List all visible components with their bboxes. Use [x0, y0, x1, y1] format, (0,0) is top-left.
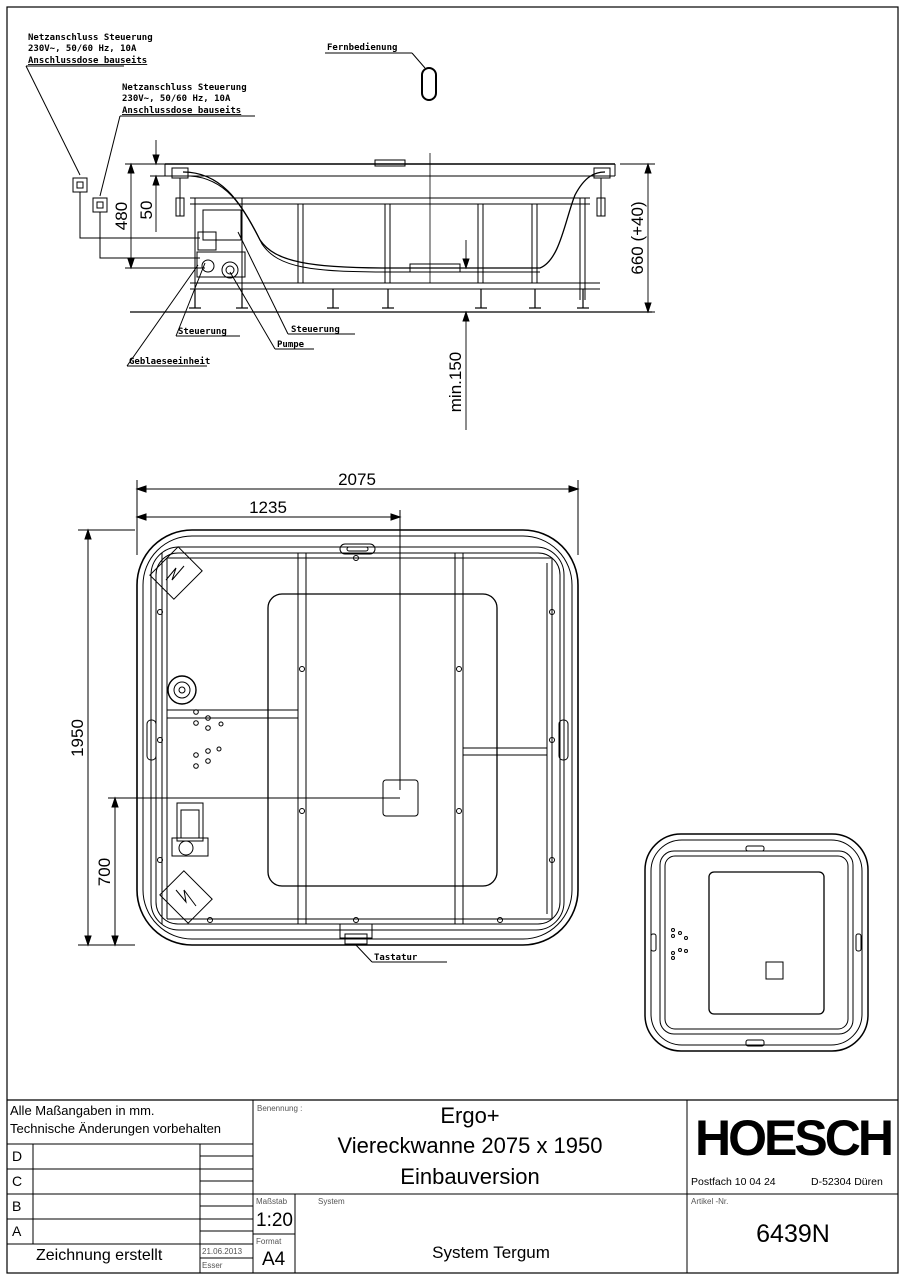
- socket-2-icon: [92, 197, 108, 213]
- format-label: Format: [256, 1237, 282, 1246]
- power-2-title: Netzanschluss Steuerung: [122, 83, 247, 93]
- pump-plan-icon: [176, 802, 204, 842]
- small-jets-icon: [671, 928, 688, 960]
- article-number: 6439N: [756, 1220, 830, 1248]
- system-label: System: [318, 1197, 345, 1206]
- dim-700: 700: [95, 858, 114, 886]
- tub-basin: [267, 593, 498, 887]
- benennung-label: Benennung :: [257, 1104, 303, 1113]
- created-date: 21.06.2013: [202, 1247, 243, 1256]
- note-line-1: Alle Maßangaben in mm.: [10, 1103, 155, 1118]
- scale-value: 1:20: [256, 1210, 293, 1231]
- overflow-top-icon: [149, 546, 203, 600]
- power-1-note: Anschlussdose bauseits: [28, 55, 147, 66]
- feet: [189, 289, 589, 309]
- keypad-label: Tastatur: [374, 953, 418, 963]
- dim-1235: 1235: [249, 498, 287, 517]
- elevation-labels: Netzanschluss Steuerung 230V~, 50/60 Hz,…: [28, 33, 647, 412]
- product-description: Viereckwanne 2075 x 1950: [337, 1133, 603, 1158]
- revision-c: C: [12, 1173, 23, 1189]
- jets-icon: [193, 709, 224, 769]
- drain-icon: [382, 779, 419, 817]
- elevation-dimensions: [125, 140, 655, 430]
- blower-icon: [167, 675, 197, 705]
- dim-480: 480: [112, 202, 131, 230]
- created-label: Zeichnung erstellt: [36, 1247, 163, 1264]
- power-1-title: Netzanschluss Steuerung: [28, 33, 153, 43]
- article-label: Artikel -Nr.: [691, 1197, 729, 1206]
- product-name: Ergo+: [440, 1103, 500, 1128]
- power-1-spec: 230V~, 50/60 Hz, 10A: [28, 44, 137, 54]
- created-by: Esser: [202, 1261, 223, 1270]
- dim-min150: min.150: [446, 352, 465, 412]
- blower-label: Geblaeseeinheit: [129, 356, 210, 367]
- tub-outer-rim: [136, 529, 579, 946]
- revision-d: D: [12, 1148, 23, 1164]
- note-line-2: Technische Änderungen vorbehalten: [10, 1121, 222, 1136]
- format-value: A4: [262, 1249, 286, 1270]
- remote-icon: [421, 67, 437, 101]
- dim-50: 50: [137, 201, 156, 220]
- frame-posts: [194, 198, 586, 300]
- remote-label: Fernbedienung: [327, 42, 397, 53]
- hoesch-logo: HOESCH: [695, 1110, 894, 1166]
- scale-label: Maßstab: [256, 1197, 288, 1206]
- elevation-view: [25, 52, 655, 430]
- revision-b: B: [12, 1198, 22, 1214]
- power-2-note: Anschlussdose bauseits: [122, 105, 241, 116]
- plan-labels: 2075 1235 1950 700 Tastatur: [68, 470, 418, 963]
- handle-left-icon: [146, 719, 157, 761]
- control-unit-icon: [202, 209, 242, 241]
- keypad-icon: [339, 923, 373, 939]
- socket-1-icon: [72, 177, 88, 193]
- power-2-spec: 230V~, 50/60 Hz, 10A: [122, 94, 231, 104]
- handle-top-icon: [339, 543, 376, 555]
- product-version: Einbauversion: [400, 1164, 540, 1189]
- plan-view: [78, 480, 580, 963]
- city: D-52304 Düren: [811, 1176, 883, 1188]
- dim-1950: 1950: [68, 719, 87, 757]
- system-value: System Tergum: [432, 1243, 550, 1262]
- frame-screws: [157, 555, 555, 923]
- pump-icon: [221, 261, 239, 279]
- pump-label: Pumpe: [277, 340, 305, 350]
- small-top-view: [644, 833, 869, 1052]
- title-block: [7, 1099, 898, 1273]
- overflow-bottom-icon: [159, 870, 213, 924]
- dim-660: 660 (+40): [628, 201, 647, 274]
- revision-a: A: [12, 1223, 22, 1239]
- control-label-2: Steuerung: [291, 325, 340, 335]
- address: Postfach 10 04 24: [691, 1176, 776, 1188]
- sheet-frame: [6, 6, 899, 1274]
- control-label-1: Steuerung: [178, 327, 227, 337]
- handle-right-icon: [558, 719, 569, 761]
- dim-2075: 2075: [338, 470, 376, 489]
